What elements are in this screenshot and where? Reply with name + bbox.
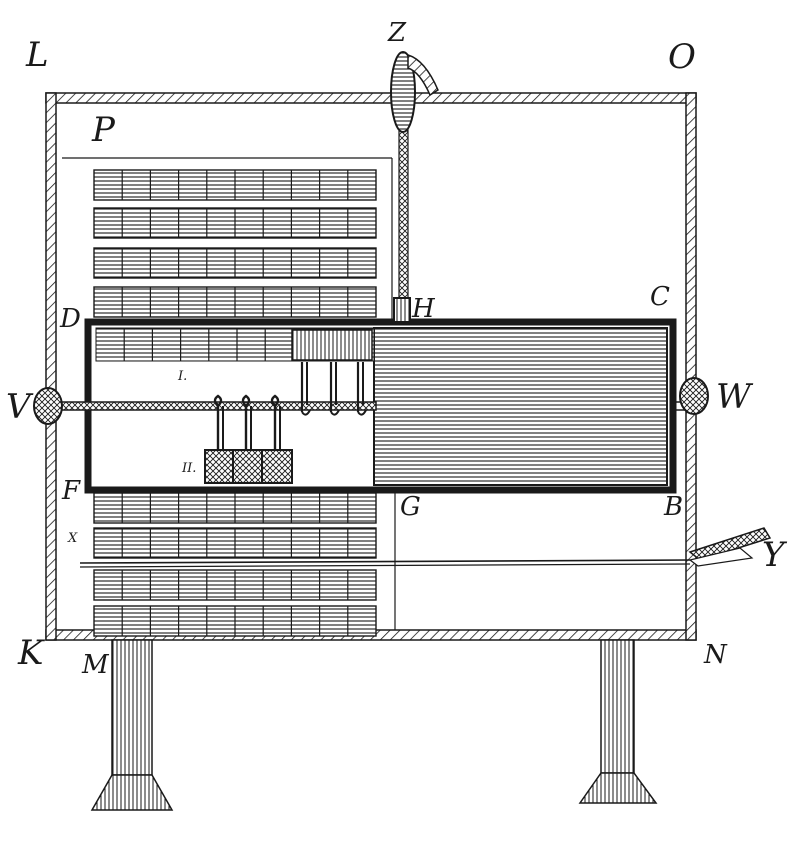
tray-row — [93, 207, 377, 239]
tray-stack — [93, 169, 377, 637]
label-m: M — [82, 650, 109, 680]
label-f: F — [62, 476, 81, 506]
drum-cross-block — [291, 329, 373, 361]
bearing-left — [33, 387, 63, 425]
label-h: H — [412, 294, 435, 324]
label-w: W — [716, 377, 751, 417]
label-o: O — [668, 37, 696, 77]
label-d: D — [60, 304, 81, 334]
wall-left — [45, 92, 57, 641]
wall-top — [45, 92, 697, 104]
tray-row — [93, 169, 377, 201]
door-flap — [688, 527, 772, 567]
hanging-trays — [204, 449, 293, 484]
label-b: B — [664, 492, 684, 522]
bearing-right — [679, 377, 709, 415]
tray-row — [93, 569, 377, 601]
label-k: K — [18, 633, 44, 673]
label-v: V — [6, 387, 31, 427]
drum-hatched-section — [373, 327, 668, 486]
tray-row — [93, 247, 377, 279]
wall-right — [685, 92, 697, 641]
label-x: X — [68, 531, 78, 546]
tray-row — [93, 605, 377, 637]
label-l: L — [26, 35, 49, 75]
label-g: G — [400, 492, 421, 522]
tray-row — [93, 527, 377, 559]
label-z: Z — [388, 18, 407, 48]
label-i: I. — [178, 369, 188, 384]
label-n: N — [704, 640, 727, 670]
crank — [390, 51, 439, 323]
label-ii: II. — [182, 461, 197, 476]
tray-row — [93, 286, 377, 318]
hooks — [213, 362, 367, 452]
shelf-x — [79, 559, 691, 568]
label-p: P — [92, 110, 115, 150]
leg-left — [90, 639, 174, 811]
label-y: Y — [762, 535, 785, 575]
tray-row — [93, 492, 377, 524]
leg-right — [578, 639, 658, 804]
drum-top-cells — [123, 328, 266, 361]
rotating-drum — [84, 318, 677, 494]
label-c: C — [650, 282, 670, 312]
partition — [62, 157, 396, 630]
